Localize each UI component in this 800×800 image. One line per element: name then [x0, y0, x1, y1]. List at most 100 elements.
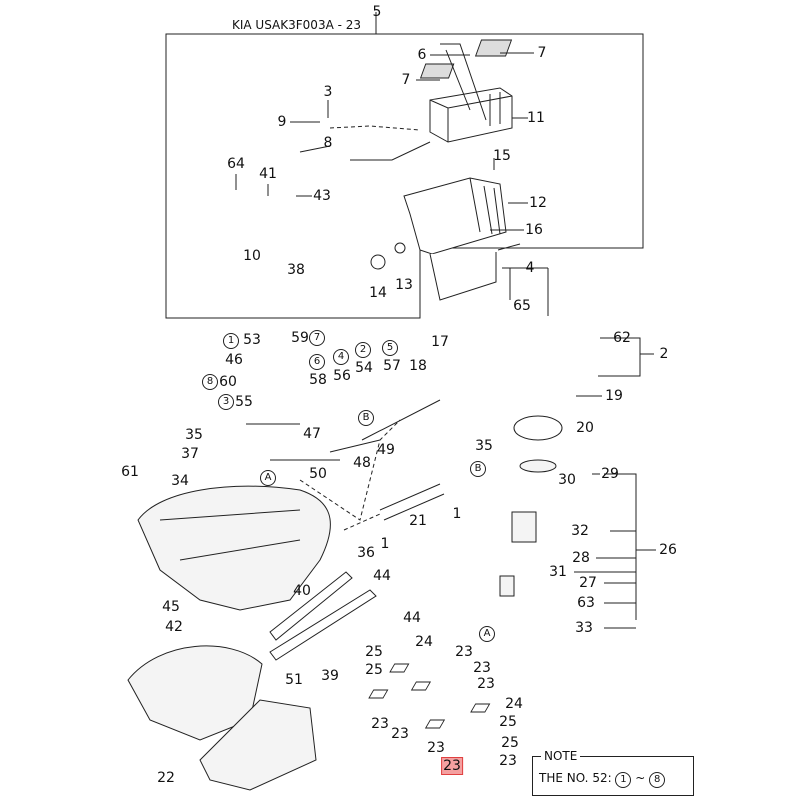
note-range-end: 8 [649, 772, 666, 788]
part-callout-45[interactable]: 45 [162, 599, 180, 615]
part-callout-64[interactable]: 64 [227, 156, 245, 172]
part-callout-41[interactable]: 41 [259, 166, 277, 182]
part-callout-27[interactable]: 27 [579, 575, 597, 591]
part-callout-42[interactable]: 42 [165, 619, 183, 635]
part-callout-39[interactable]: 39 [321, 668, 339, 684]
part-callout-25[interactable]: 25 [499, 714, 517, 730]
part-callout-62[interactable]: 62 [613, 330, 631, 346]
part-callout-25[interactable]: 25 [501, 735, 519, 751]
part-callout-58[interactable]: 58 [309, 372, 327, 388]
pump-module-part [499, 459, 557, 597]
part-callout-20[interactable]: 20 [576, 420, 594, 436]
part-callout-46[interactable]: 46 [225, 352, 243, 368]
part-callout-18[interactable]: 18 [409, 358, 427, 374]
group-frame [165, 22, 644, 319]
part-callout-24[interactable]: 24 [415, 634, 433, 650]
part-callout-56[interactable]: 56 [333, 368, 351, 384]
part-callout-54[interactable]: 54 [355, 360, 373, 376]
part-callout-47[interactable]: 47 [303, 426, 321, 442]
part-callout-2[interactable]: 2 [659, 346, 669, 362]
circled-marker-4: 4 [333, 349, 349, 365]
filler-neck-part [379, 483, 445, 521]
strap-part [440, 43, 487, 121]
part-callout-26[interactable]: 26 [659, 542, 677, 558]
note-separator: ~ [635, 771, 646, 785]
part-callout-57[interactable]: 57 [383, 358, 401, 374]
part-callout-34[interactable]: 34 [171, 473, 189, 489]
part-callout-23[interactable]: 23 [499, 753, 517, 769]
part-callout-17[interactable]: 17 [431, 334, 449, 350]
part-callout-15[interactable]: 15 [493, 148, 511, 164]
part-callout-24[interactable]: 24 [505, 696, 523, 712]
part-callout-4[interactable]: 4 [525, 260, 535, 276]
part-callout-8[interactable]: 8 [323, 135, 333, 151]
strap-part [269, 571, 353, 641]
part-callout-44[interactable]: 44 [373, 568, 391, 584]
part-callout-50[interactable]: 50 [309, 466, 327, 482]
part-callout-51[interactable]: 51 [285, 672, 303, 688]
part-callout-25[interactable]: 25 [365, 644, 383, 660]
circled-marker-b: B [358, 410, 374, 426]
circled-marker-a: A [479, 626, 495, 642]
part-callout-29[interactable]: 29 [601, 466, 619, 482]
filter-pad [474, 39, 513, 57]
part-callout-35[interactable]: 35 [185, 427, 203, 443]
part-callout-32[interactable]: 32 [571, 523, 589, 539]
strap-part [269, 589, 377, 661]
part-callout-63[interactable]: 63 [577, 595, 595, 611]
part-callout-3[interactable]: 3 [323, 84, 333, 100]
note-range-start: 1 [615, 772, 632, 788]
part-callout-25[interactable]: 25 [365, 662, 383, 678]
part-callout-14[interactable]: 14 [369, 285, 387, 301]
part-callout-21[interactable]: 21 [409, 513, 427, 529]
bracket-part [403, 177, 521, 301]
part-callout-36[interactable]: 36 [357, 545, 375, 561]
part-callout-23[interactable]: 23 [371, 716, 389, 732]
part-callout-55[interactable]: 55 [235, 394, 253, 410]
highlighted-callout[interactable]: 23 [441, 757, 463, 775]
part-callout-11[interactable]: 11 [527, 110, 545, 126]
circled-marker-3: 3 [218, 394, 234, 410]
part-callout-60[interactable]: 60 [219, 374, 237, 390]
note-box: NOTE THE NO. 52: 1 ~ 8 [532, 749, 694, 796]
canister-part [429, 87, 513, 143]
part-callout-13[interactable]: 13 [395, 277, 413, 293]
part-callout-5[interactable]: 5 [372, 4, 382, 20]
part-callout-65[interactable]: 65 [513, 298, 531, 314]
part-callout-7[interactable]: 7 [401, 72, 411, 88]
part-callout-23[interactable]: 23 [455, 644, 473, 660]
part-callout-22[interactable]: 22 [157, 770, 175, 786]
part-callout-1[interactable]: 1 [452, 506, 462, 522]
part-callout-6[interactable]: 6 [417, 47, 427, 63]
part-callout-30[interactable]: 30 [558, 472, 576, 488]
circled-marker-8: 8 [202, 374, 218, 390]
part-callout-53[interactable]: 53 [243, 332, 261, 348]
part-callout-7[interactable]: 7 [537, 45, 547, 61]
part-callout-28[interactable]: 28 [572, 550, 590, 566]
part-callout-38[interactable]: 38 [287, 262, 305, 278]
part-callout-19[interactable]: 19 [605, 388, 623, 404]
part-callout-49[interactable]: 49 [377, 442, 395, 458]
part-callout-59[interactable]: 59 [291, 330, 309, 346]
part-callout-23[interactable]: 23 [473, 660, 491, 676]
part-callout-31[interactable]: 31 [549, 564, 567, 580]
part-callout-48[interactable]: 48 [353, 455, 371, 471]
part-callout-16[interactable]: 16 [525, 222, 543, 238]
part-callout-10[interactable]: 10 [243, 248, 261, 264]
part-callout-23[interactable]: 23 [477, 676, 495, 692]
part-callout-35[interactable]: 35 [475, 438, 493, 454]
part-callout-33[interactable]: 33 [575, 620, 593, 636]
part-callout-44[interactable]: 44 [403, 610, 421, 626]
part-callout-61[interactable]: 61 [121, 464, 139, 480]
part-callout-43[interactable]: 43 [313, 188, 331, 204]
part-callout-9[interactable]: 9 [277, 114, 287, 130]
part-callout-23[interactable]: 23 [391, 726, 409, 742]
part-callout-12[interactable]: 12 [529, 195, 547, 211]
fuel-tank-part [137, 485, 331, 611]
part-callout-40[interactable]: 40 [293, 583, 311, 599]
note-prefix: THE NO. 52: [539, 771, 612, 785]
part-callout-23[interactable]: 23 [427, 740, 445, 756]
part-callout-1[interactable]: 1 [380, 536, 390, 552]
part-callout-37[interactable]: 37 [181, 446, 199, 462]
circled-marker-5: 5 [382, 340, 398, 356]
